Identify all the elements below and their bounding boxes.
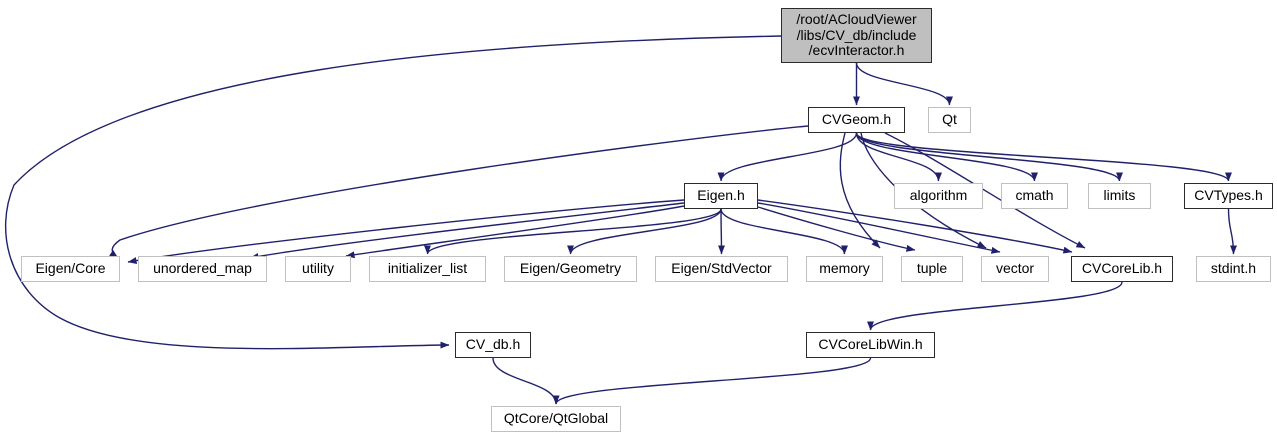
graph-node-cvcorelibwin[interactable]: CVCoreLibWin.h bbox=[806, 332, 935, 358]
graph-edge-eigen-to-vector bbox=[757, 202, 1001, 254]
graph-node-root[interactable]: /root/ACloudViewer /libs/CV_db/include /… bbox=[781, 8, 932, 63]
graph-edge-cvgeom-to-vector bbox=[860, 132, 987, 249]
graph-edge-cv_db-to-qtglobal bbox=[492, 357, 560, 405]
graph-edge-cvgeom-to-limits bbox=[855, 132, 1123, 182]
graph-edge-eigen-to-eigencore bbox=[127, 199, 685, 265]
graph-node-eigencore[interactable]: Eigen/Core bbox=[21, 256, 120, 282]
graph-edge-eigen-to-tuple bbox=[757, 206, 916, 252]
graph-edge-eigen-to-unordered_map bbox=[249, 202, 685, 260]
graph-edge-eigen-to-memory bbox=[720, 208, 848, 255]
graph-node-limits[interactable]: limits bbox=[1088, 183, 1151, 209]
graph-edge-cvcorelibwin-to-qtglobal bbox=[552, 357, 872, 405]
graph-node-unordered_map[interactable]: unordered_map bbox=[138, 256, 267, 282]
graph-node-cvgeom[interactable]: CVGeom.h bbox=[808, 107, 905, 133]
graph-node-cv_db[interactable]: CV_db.h bbox=[455, 332, 531, 358]
graph-edge-cvgeom-to-cmath bbox=[855, 132, 1038, 182]
graph-node-stdint[interactable]: stdint.h bbox=[1196, 256, 1271, 282]
graph-edge-root-to-cv_db bbox=[5, 35, 782, 350]
graph-edge-eigen-to-eigenstdvec bbox=[717, 208, 725, 255]
graph-node-eigen[interactable]: Eigen.h bbox=[684, 183, 758, 209]
graph-edge-eigen-to-initializer bbox=[424, 208, 722, 255]
graph-node-vector[interactable]: vector bbox=[981, 256, 1049, 282]
graph-edge-cvtypes-to-stdint bbox=[1227, 208, 1237, 255]
graph-edge-eigen-to-cvcorelib bbox=[757, 199, 1073, 254]
graph-edge-cvgeom-to-tuple bbox=[839, 132, 881, 249]
graph-node-utility[interactable]: utility bbox=[285, 256, 351, 282]
graph-node-initializer[interactable]: initializer_list bbox=[369, 256, 486, 282]
graph-node-qt[interactable]: Qt bbox=[928, 107, 971, 133]
graph-node-eigenstdvec[interactable]: Eigen/StdVector bbox=[655, 256, 788, 282]
graph-node-cmath[interactable]: cmath bbox=[1001, 183, 1068, 209]
graph-node-cvcorelib[interactable]: CVCoreLib.h bbox=[1071, 256, 1173, 282]
graph-edge-cvgeom-to-eigencore bbox=[109, 125, 809, 259]
graph-edge-cvgeom-to-algorithm bbox=[855, 132, 942, 182]
graph-edge-cvgeom-to-cvtypes bbox=[855, 132, 1232, 182]
graph-node-eigengeom[interactable]: Eigen/Geometry bbox=[504, 256, 637, 282]
graph-node-memory[interactable]: memory bbox=[806, 256, 883, 282]
graph-node-cvtypes[interactable]: CVTypes.h bbox=[1184, 183, 1273, 209]
graph-edge-eigen-to-utility bbox=[345, 205, 685, 259]
graph-edge-eigen-to-eigengeom bbox=[567, 208, 722, 255]
graph-edge-cvcorelib-to-cvcorelibwin bbox=[867, 281, 1123, 331]
graph-node-qtglobal[interactable]: QtCore/QtGlobal bbox=[491, 406, 621, 432]
graph-edge-cvgeom-to-eigen bbox=[717, 132, 858, 182]
graph-edge-root-to-qt bbox=[855, 62, 953, 106]
graph-node-tuple[interactable]: tuple bbox=[901, 256, 963, 282]
graph-node-algorithm[interactable]: algorithm bbox=[894, 183, 983, 209]
